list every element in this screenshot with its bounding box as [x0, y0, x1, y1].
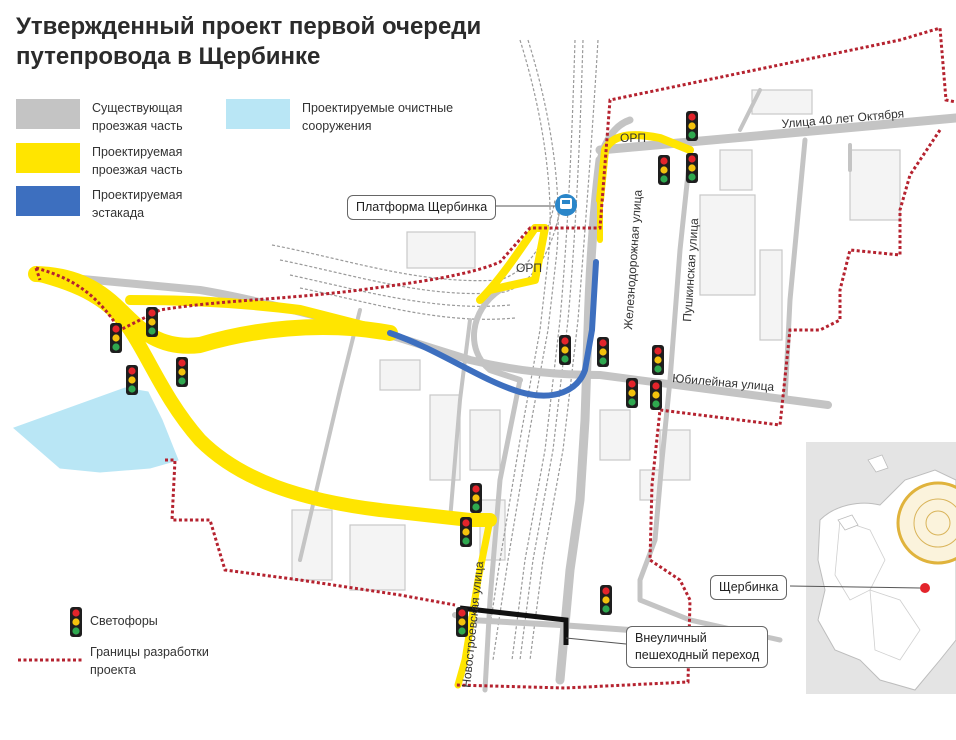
legend-label-projected-road: Проектируемая проезжая часть	[92, 145, 183, 177]
traffic-light-icon	[652, 345, 664, 375]
treatment-facilities-area	[13, 387, 179, 473]
legend-label-projected-overpass: Проектируемая эстакада	[92, 188, 183, 220]
projected-overpass	[387, 259, 599, 399]
orp-label-mid: ОРП	[516, 261, 542, 275]
traffic-light-icon	[597, 337, 609, 367]
pedestrian-underpass	[459, 605, 569, 645]
legend-swatch-projected-road	[16, 143, 80, 173]
traffic-light-icon	[110, 323, 122, 353]
legend-projected-road: Проектируемая проезжая часть	[16, 143, 183, 179]
legend-swatch-treatment-facilities	[226, 99, 290, 129]
legend-label-treatment-facilities: Проектируемые очистные сооружения	[302, 101, 454, 133]
traffic-light-icon	[686, 111, 698, 141]
projected-roads	[28, 131, 694, 689]
traffic-light-icon	[456, 607, 468, 637]
traffic-light-icon	[658, 155, 670, 185]
traffic-light-icon	[650, 380, 662, 410]
inset-marker	[920, 583, 930, 593]
traffic-light-icon	[146, 307, 158, 337]
traffic-light-icon	[470, 483, 482, 513]
legend-project-boundary: Границы разработки проекта	[90, 643, 209, 679]
traffic-light-icon	[559, 335, 571, 365]
project-boundary	[34, 26, 956, 690]
legend-existing-road: Существующая проезжая часть	[16, 99, 183, 135]
traffic-lights	[110, 111, 698, 637]
legend-traffic-lights: Светофоры	[90, 612, 158, 630]
callout-platform: Платформа Щербинка	[347, 195, 497, 220]
inset-map	[806, 442, 956, 694]
legend-label-traffic-lights: Светофоры	[90, 614, 158, 628]
street-label-zheleznodorozhnaya: Железнодорожная улица	[621, 189, 645, 330]
legend-projected-overpass: Проектируемая эстакада	[16, 186, 182, 222]
traffic-light-icon	[600, 585, 612, 615]
legend-treatment-facilities: Проектируемые очистные сооружения	[226, 99, 453, 135]
callout-underpass: Внеуличный пешеходный переход	[626, 626, 769, 668]
legend-traffic-light-icon	[70, 607, 82, 637]
train-icon	[555, 194, 577, 216]
traffic-light-icon	[460, 517, 472, 547]
traffic-light-icon	[126, 365, 138, 395]
traffic-light-icon	[176, 357, 188, 387]
traffic-light-icon	[626, 378, 638, 408]
callout-inset-city: Щербинка	[710, 575, 788, 600]
legend-label-existing-road: Существующая проезжая часть	[92, 101, 183, 133]
orp-label-top: ОРП	[620, 131, 646, 145]
legend-swatch-projected-overpass	[16, 186, 80, 216]
traffic-light-icon	[686, 153, 698, 183]
legend-label-project-boundary: Границы разработки проекта	[90, 645, 209, 677]
legend-swatch-existing-road	[16, 99, 80, 129]
